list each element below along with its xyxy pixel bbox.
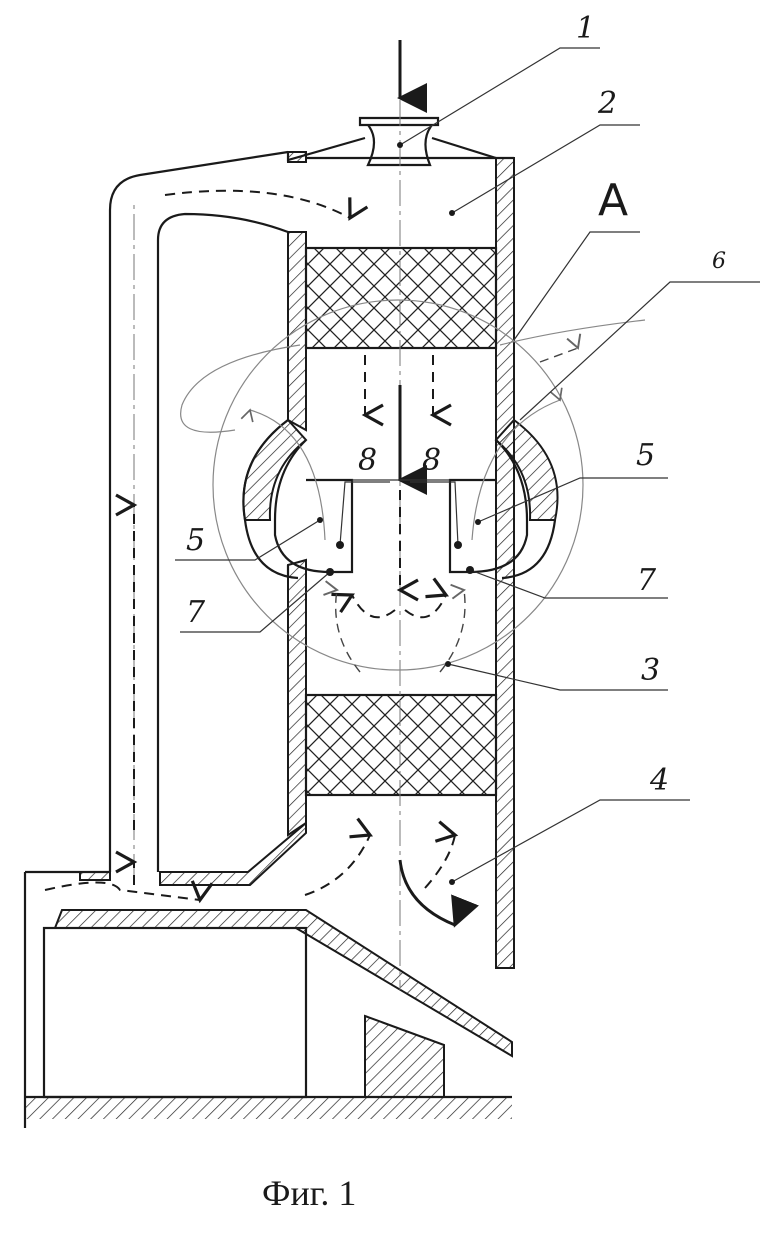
label-5-right: 5 [636, 438, 655, 473]
label-5-left: 5 [186, 523, 205, 558]
figure-caption: Фиг. 1 [262, 1173, 356, 1213]
ground [25, 1097, 512, 1128]
base-block [44, 928, 444, 1097]
lower-filter [306, 695, 496, 795]
label-1: 1 [576, 11, 595, 46]
label-8-left: 8 [358, 443, 377, 478]
label-2: 2 [597, 86, 617, 121]
labels: 1 2 A 6 5 8 8 5 7 7 3 4 [186, 11, 726, 798]
label-detail-a: A [598, 175, 628, 226]
label-6: 6 [712, 249, 726, 274]
label-4: 4 [649, 763, 669, 798]
upper-filter [306, 248, 496, 348]
label-3: 3 [641, 653, 660, 688]
label-7-right: 7 [637, 563, 657, 598]
label-7-left: 7 [186, 595, 206, 630]
label-8-right: 8 [422, 443, 441, 478]
